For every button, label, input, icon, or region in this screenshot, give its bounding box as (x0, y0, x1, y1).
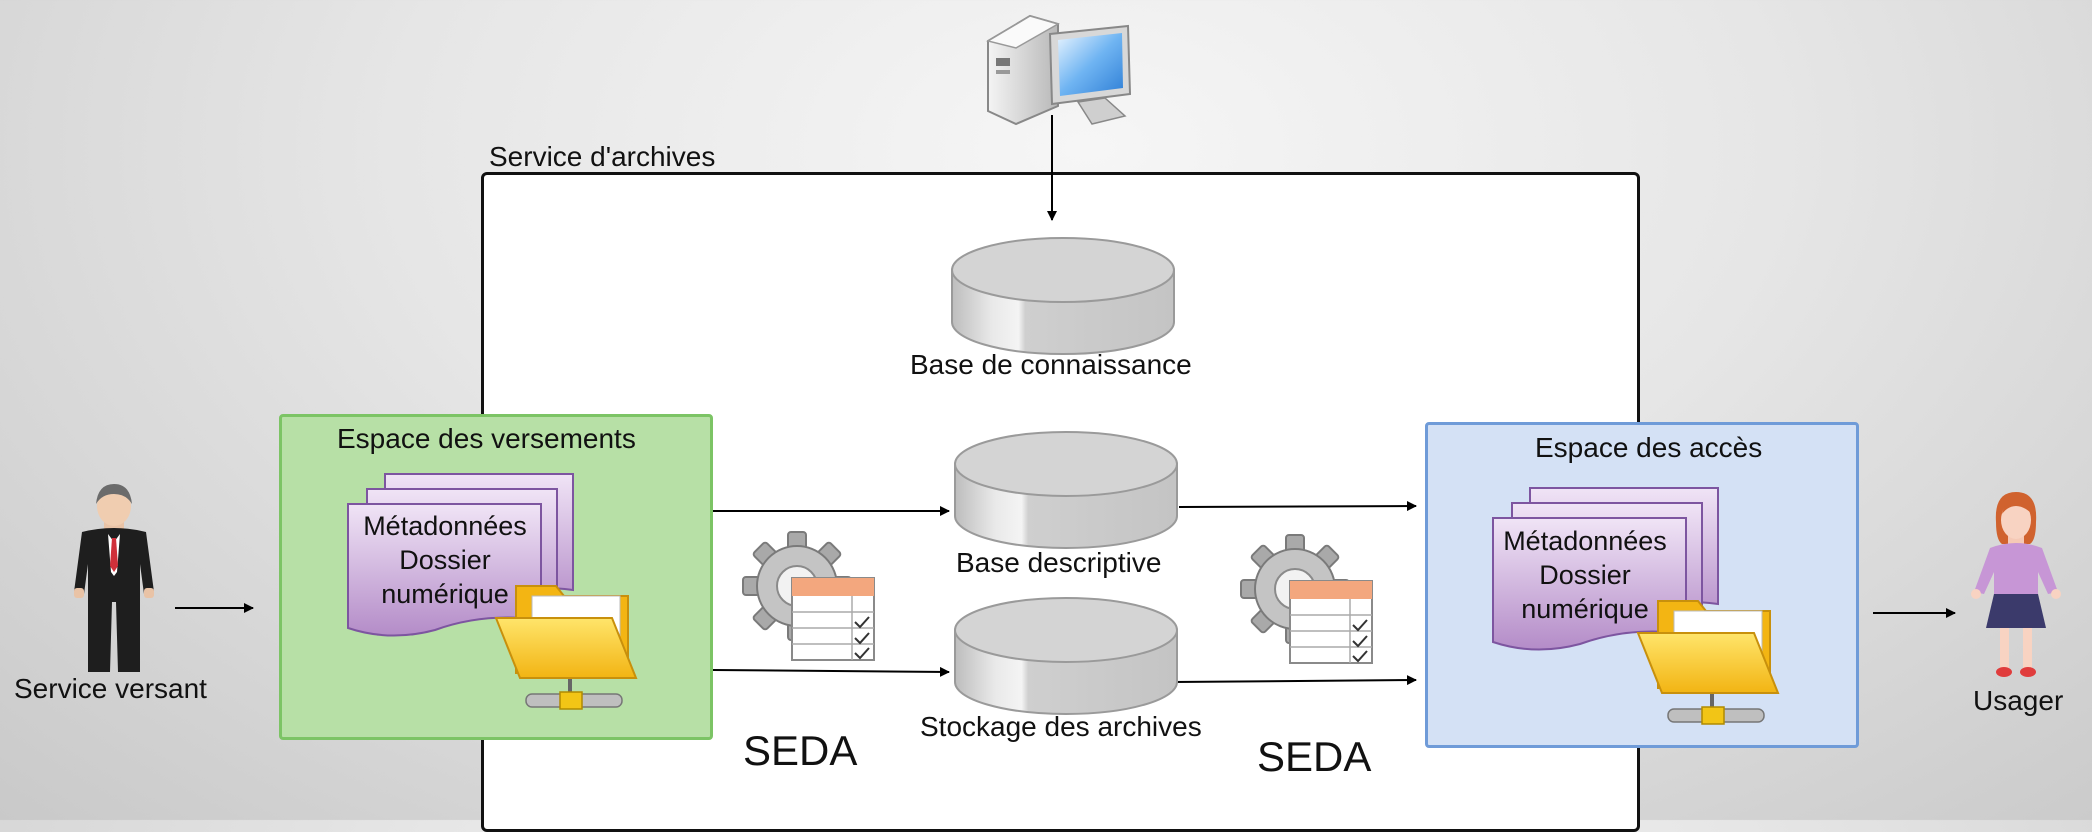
access-space-title: Espace des accès (1535, 432, 1763, 463)
archive-storage-label: Stockage des archives (920, 711, 1202, 742)
database-icon (954, 431, 1178, 549)
depositor-label: Service versant (14, 673, 207, 704)
metadata-label-left: Métadonnées Dossier numérique (350, 509, 540, 611)
database-icon (954, 597, 1178, 715)
database-icon (951, 237, 1175, 355)
descriptive-base-label: Base descriptive (956, 547, 1162, 578)
computer-icon (986, 14, 1132, 126)
woman-icon (1971, 492, 2061, 677)
gear-table-icon (742, 531, 875, 661)
folder-network-icon (494, 585, 638, 710)
deposit-space-title: Espace des versements (337, 423, 636, 454)
metadata-label-right: Métadonnées Dossier numérique (1490, 524, 1680, 626)
seda-label-right: SEDA (1257, 733, 1372, 780)
gear-table-icon (1240, 534, 1373, 664)
seda-label-left: SEDA (743, 727, 858, 774)
businessman-icon (74, 484, 154, 672)
user-label: Usager (1973, 685, 2064, 716)
archive-service-title: Service d'archives (489, 141, 716, 172)
metadata-text: Métadonnées Dossier numérique (363, 511, 527, 609)
folder-network-icon (1636, 600, 1780, 725)
metadata-text: Métadonnées Dossier numérique (1503, 526, 1667, 624)
document-stack-icon (347, 473, 574, 637)
knowledge-base-label: Base de connaissance (910, 349, 1192, 380)
